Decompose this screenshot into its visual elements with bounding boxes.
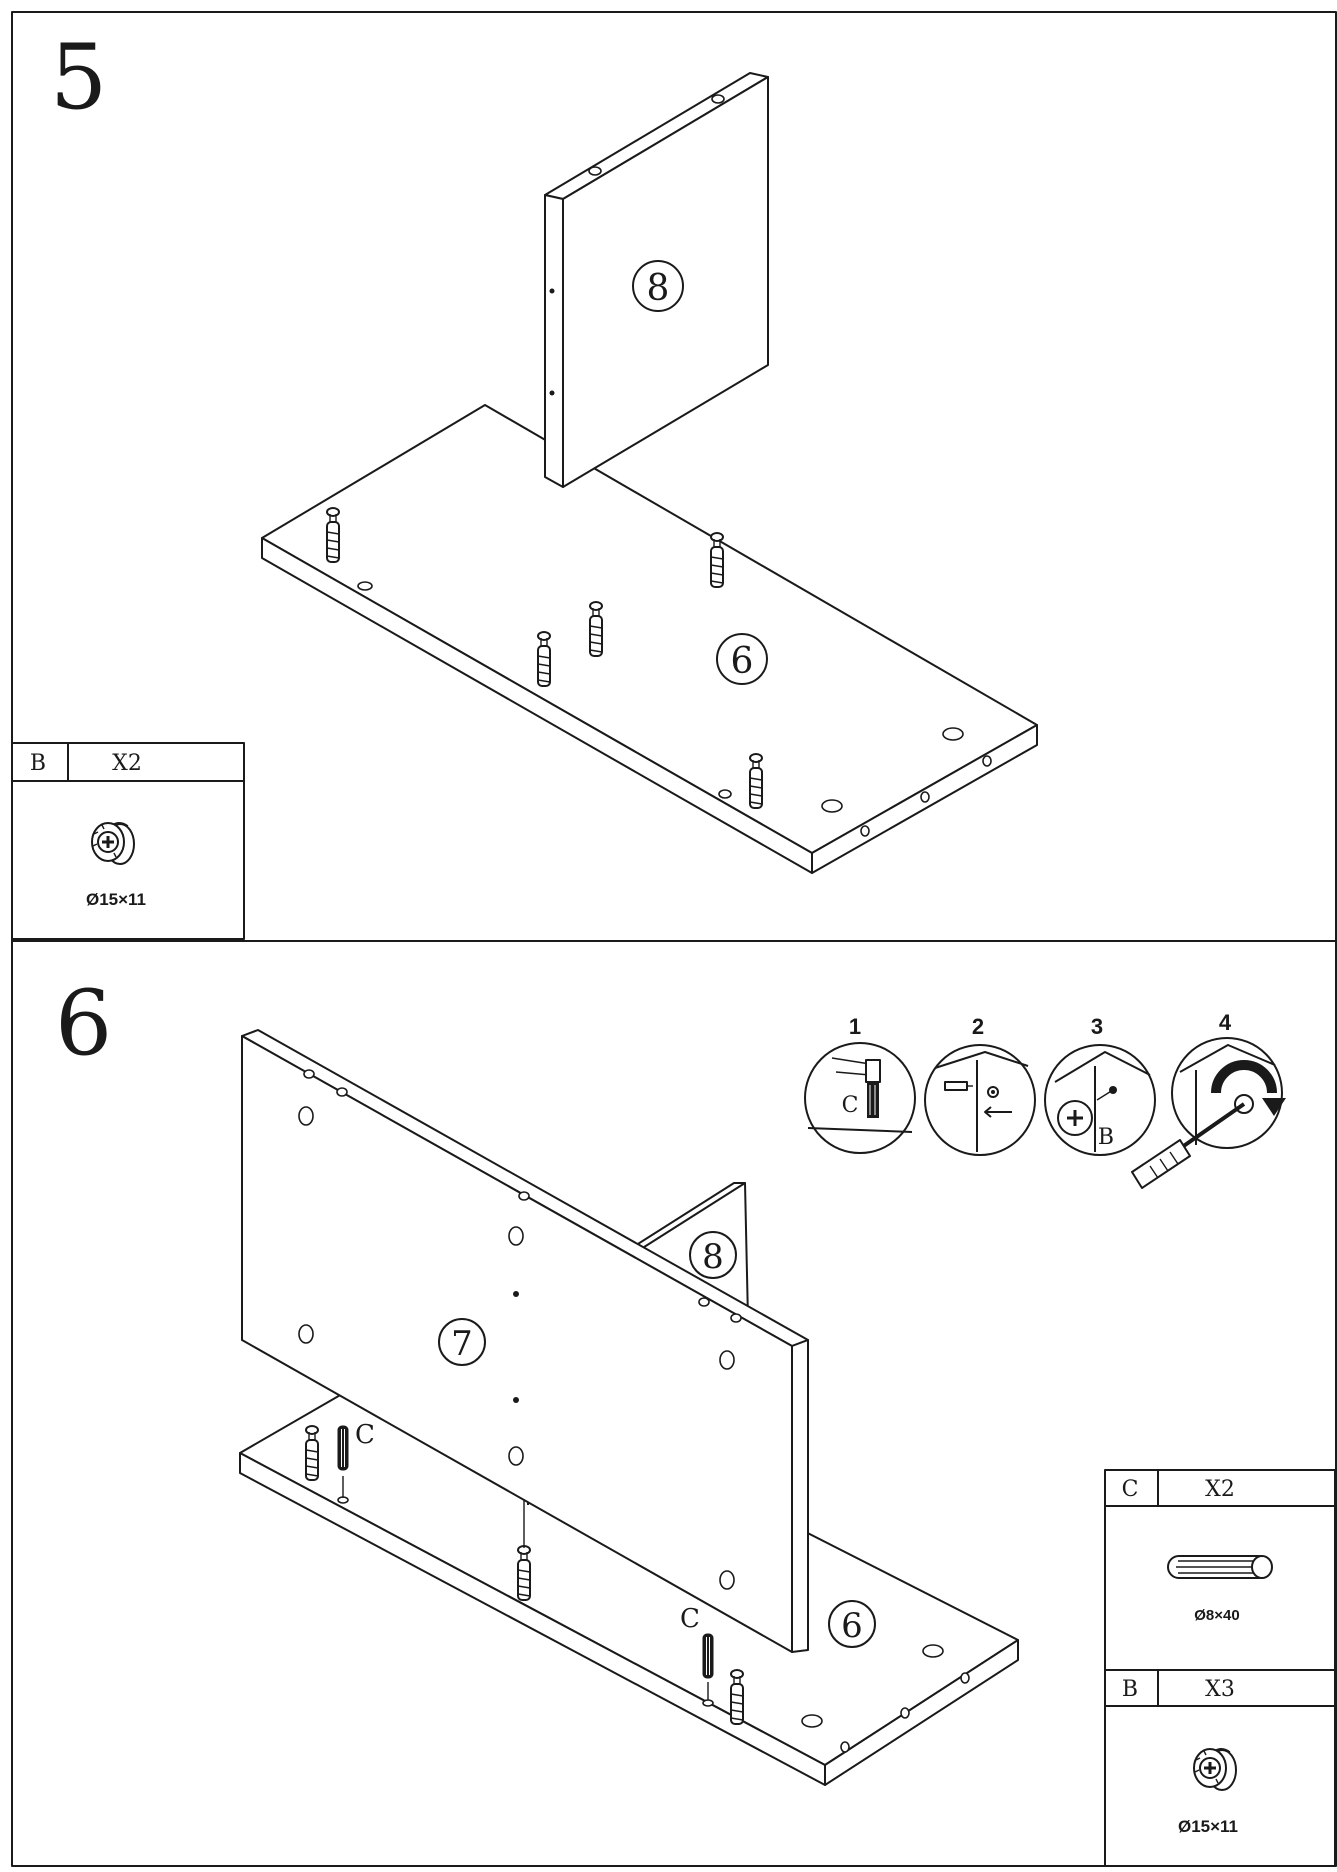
step-number: 6 — [55, 971, 112, 1076]
panel-8-board — [544, 72, 769, 488]
hardware-quantity: X3 — [1205, 1677, 1235, 1702]
hardware-box-b: B X3 Ø15×11 — [1104, 1669, 1336, 1867]
svg-text:6: 6 — [841, 1606, 863, 1646]
part-label-6: 6 — [828, 1600, 876, 1648]
cam-lock-icon — [1192, 1747, 1238, 1792]
panel-6-board — [261, 404, 1038, 874]
svg-text:B: B — [1098, 1125, 1114, 1150]
svg-text:4: 4 — [1219, 1010, 1232, 1035]
step-number: 5 — [50, 25, 107, 130]
screwdriver-icon — [1131, 1102, 1246, 1189]
hardware-quantity: X2 — [1205, 1477, 1235, 1502]
hardware-code: B — [1122, 1677, 1138, 1702]
substep-1: 1 C — [804, 1014, 916, 1154]
part-label-7: 7 — [438, 1318, 486, 1366]
svg-text:1: 1 — [849, 1014, 861, 1039]
hardware-size: Ø8×40 — [1194, 1607, 1239, 1624]
panel-7-board — [241, 1029, 809, 1653]
hardware-code: C — [1122, 1477, 1139, 1502]
svg-text:C: C — [842, 1093, 859, 1118]
hardware-code: B — [30, 751, 46, 776]
callout-label: C — [680, 1604, 700, 1634]
substep-4: 4 — [1131, 1010, 1286, 1189]
substep-3: 3 B — [1044, 1014, 1156, 1156]
hardware-box-c: C X2 Ø8×40 — [1104, 1469, 1336, 1671]
wood-dowel — [702, 1633, 714, 1679]
wood-dowel — [337, 1425, 349, 1471]
svg-text:8: 8 — [647, 268, 670, 309]
wood-dowel-icon — [1167, 1555, 1273, 1579]
svg-text:8: 8 — [702, 1237, 724, 1277]
part-label-8: 8 — [632, 260, 684, 312]
svg-text:7: 7 — [451, 1324, 473, 1364]
svg-text:2: 2 — [972, 1014, 984, 1039]
cam-lock-icon — [90, 821, 136, 866]
callout-label: C — [355, 1420, 375, 1450]
hardware-box-b: B X2 Ø15×11 — [11, 742, 245, 940]
hardware-size: Ø15×11 — [86, 890, 146, 909]
svg-text:6: 6 — [731, 641, 754, 682]
hardware-size: Ø15×11 — [1178, 1817, 1238, 1836]
part-label-8: 8 — [689, 1231, 737, 1279]
hardware-quantity: X2 — [112, 751, 142, 776]
part-label-6: 6 — [716, 633, 768, 685]
svg-text:3: 3 — [1091, 1014, 1103, 1039]
substep-2: 2 — [924, 1014, 1036, 1156]
